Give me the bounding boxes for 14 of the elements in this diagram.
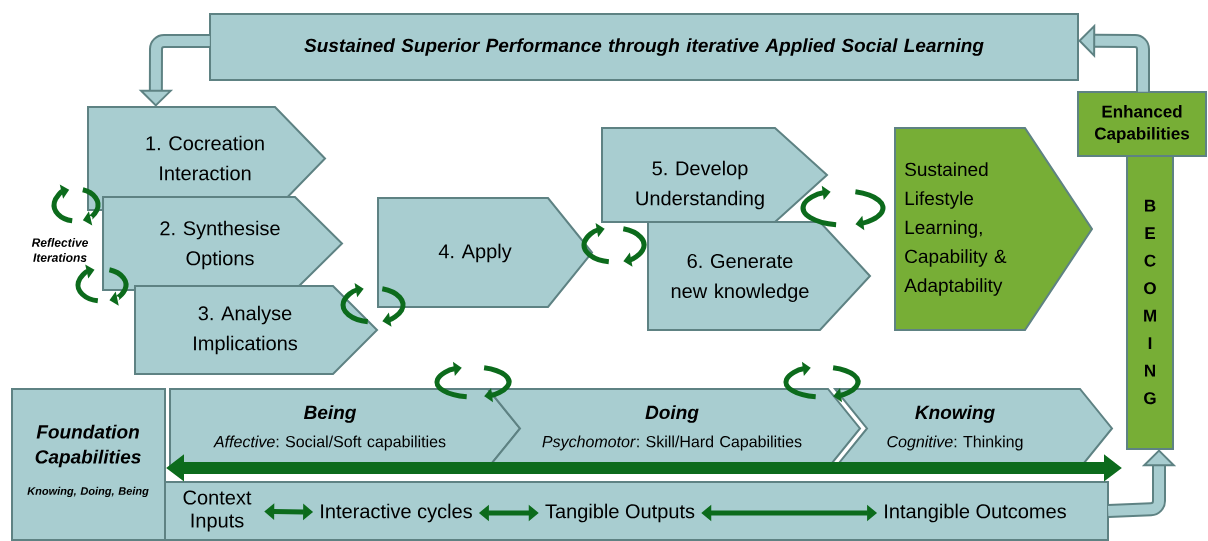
stage-text: Tangible Outputs	[545, 503, 695, 523]
label-box: Foundation Capabilities Knowing, Doing, Being	[11, 388, 166, 541]
vertical-bar: B E C O M I N G	[1126, 155, 1174, 450]
label-box: Enhanced Capabilities	[1077, 91, 1207, 157]
chevron-box: 5. Develop Understanding	[601, 127, 829, 223]
chevron-box: 3. Analyse Implications	[134, 285, 379, 375]
chevron-box: Sustained Lifestyle Learning, Capability & Adaptability	[894, 127, 1094, 331]
chevron-box: 4. Apply	[377, 197, 594, 308]
chevron-box: 2. Synthesise Options	[102, 196, 344, 291]
stage-text: Intangible Outcomes	[885, 503, 1066, 523]
stage-text: Context Inputs	[183, 490, 252, 532]
chevron-box: 6. Generate new knowledge	[647, 221, 872, 331]
stage-text: Interactive cycles	[321, 503, 472, 523]
note-text: Reflective Iterations	[31, 238, 88, 262]
